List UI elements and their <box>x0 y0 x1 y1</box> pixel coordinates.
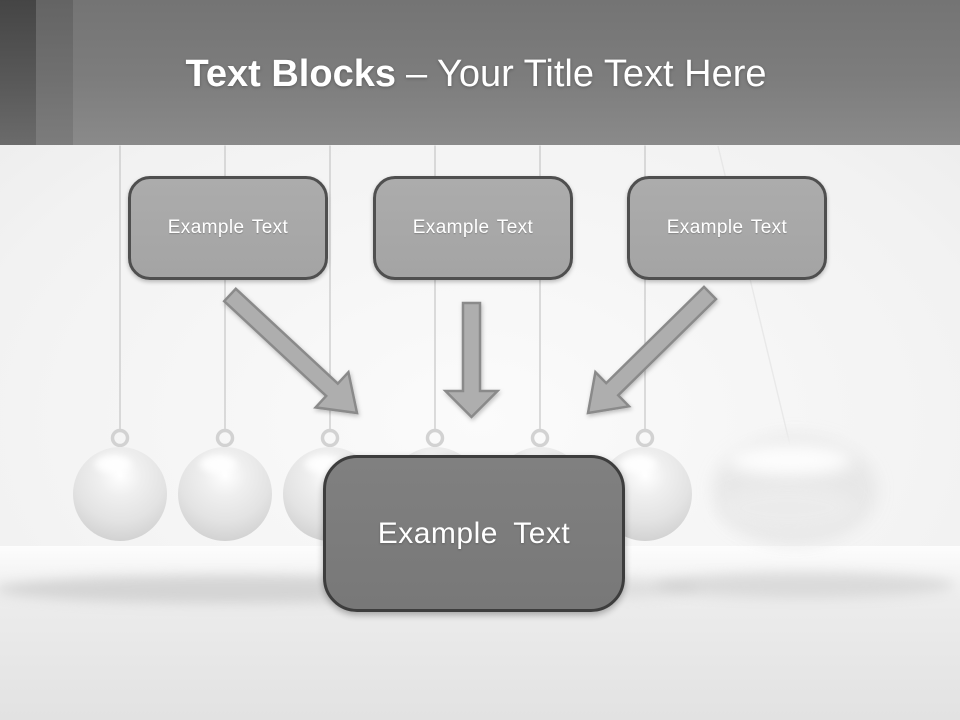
text-block-1-label: Example Text <box>167 217 289 238</box>
accent-stripe-dark <box>0 0 36 145</box>
slide-title-bold: Text Blocks <box>185 53 396 95</box>
text-block-1[interactable]: Example Text <box>128 176 328 280</box>
text-block-2-label: Example Text <box>412 217 534 238</box>
pendulum-ball <box>73 145 167 541</box>
arrow-down-left-icon[interactable] <box>586 285 718 415</box>
arrow-down-right-icon[interactable] <box>222 287 359 415</box>
pendulum-ball <box>178 145 272 541</box>
text-block-2[interactable]: Example Text <box>373 176 573 280</box>
text-block-3-label: Example Text <box>666 217 788 238</box>
title-bar: Text Blocks– Your Title Text Here <box>0 0 960 145</box>
accent-stripe-mid <box>36 0 73 145</box>
text-block-3[interactable]: Example Text <box>627 176 827 280</box>
center-text-block[interactable]: Example Text <box>323 455 625 612</box>
arrow-down-icon[interactable] <box>442 301 501 419</box>
slide-title[interactable]: Text Blocks– Your Title Text Here <box>0 52 952 96</box>
slide-title-rest: – Your Title Text Here <box>405 53 767 95</box>
motion-blurred-ball <box>713 145 877 545</box>
center-text-block-label: Example Text <box>377 516 571 550</box>
